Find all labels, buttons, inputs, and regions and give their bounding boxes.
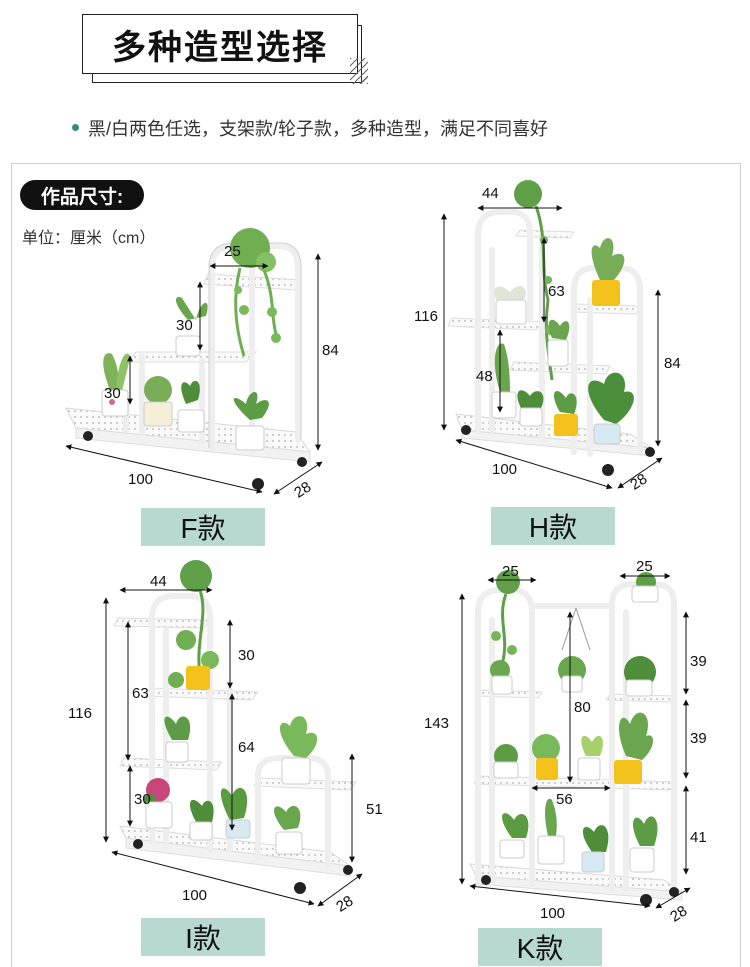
- unit-text: 单位：厘米（cm）: [22, 230, 156, 247]
- model-label-f: F款: [141, 508, 265, 546]
- i-dim-right-height: 51: [366, 801, 383, 818]
- size-title-badge: 作品尺寸:: [20, 180, 144, 210]
- page-title: 多种造型选择: [82, 14, 358, 74]
- model-label-i: I款: [141, 918, 265, 956]
- plant-icon: [101, 228, 281, 451]
- f-dim-step2: 30: [176, 317, 193, 334]
- i-dim-upper: 30: [238, 647, 255, 664]
- i-dim-length: 100: [182, 887, 207, 904]
- k-dim-right2: 39: [690, 730, 707, 747]
- h-dim-length: 100: [492, 461, 517, 478]
- h-dim-depth: 28: [627, 470, 650, 493]
- model-label-h: H款: [491, 507, 615, 545]
- f-dim-step1: 30: [104, 385, 121, 402]
- k-dim-depth: 28: [667, 902, 690, 925]
- model-label-k: K款: [478, 928, 602, 966]
- h-dim-right-height: 84: [664, 355, 681, 372]
- bullet-dot-icon: [72, 124, 79, 131]
- f-dim-depth: 28: [291, 478, 314, 501]
- k-dim-shelf-width: 56: [556, 791, 573, 808]
- h-dim-tier-gap: 63: [548, 283, 565, 300]
- i-dim-total-height: 116: [68, 705, 92, 722]
- shelf-h-illustration: 44 116 63 48 84 100 28: [414, 180, 681, 494]
- k-dim-hang: 80: [574, 699, 591, 716]
- k-dim-length: 100: [540, 905, 565, 922]
- h-dim-lower: 48: [476, 368, 493, 385]
- k-dim-total-height: 143: [424, 715, 449, 732]
- h-dim-total-height: 116: [414, 308, 438, 325]
- f-dim-length: 100: [128, 471, 153, 488]
- header-hatch-decoration: [350, 58, 368, 84]
- plant-icon: [490, 570, 659, 873]
- i-dim-lower: 30: [134, 791, 151, 808]
- i-dim-lower-mid: 64: [238, 739, 255, 756]
- h-dim-top-width: 44: [482, 185, 499, 202]
- i-dim-depth: 28: [333, 892, 356, 915]
- k-dim-right-top: 25: [636, 558, 653, 575]
- k-dim-right3: 41: [690, 829, 707, 846]
- f-dim-top-width: 25: [224, 243, 241, 260]
- k-dim-left-top: 25: [502, 563, 519, 580]
- shelf-f-illustration: 25 84 30 30 100 28: [65, 228, 339, 502]
- i-dim-mid: 63: [132, 685, 149, 702]
- subtitle-text: 黑/白两色任选，支架款/轮子款，多种造型，满足不同喜好: [88, 119, 548, 139]
- f-dim-height: 84: [322, 342, 339, 359]
- shelf-i-illustration: 44 116 30 63 64 30 51 100 28: [68, 560, 383, 916]
- i-dim-top-width: 44: [150, 573, 167, 590]
- shelf-k-illustration: 25 25 143 80 39 39 41 56 100 28: [424, 558, 707, 926]
- k-dim-right1: 39: [690, 653, 707, 670]
